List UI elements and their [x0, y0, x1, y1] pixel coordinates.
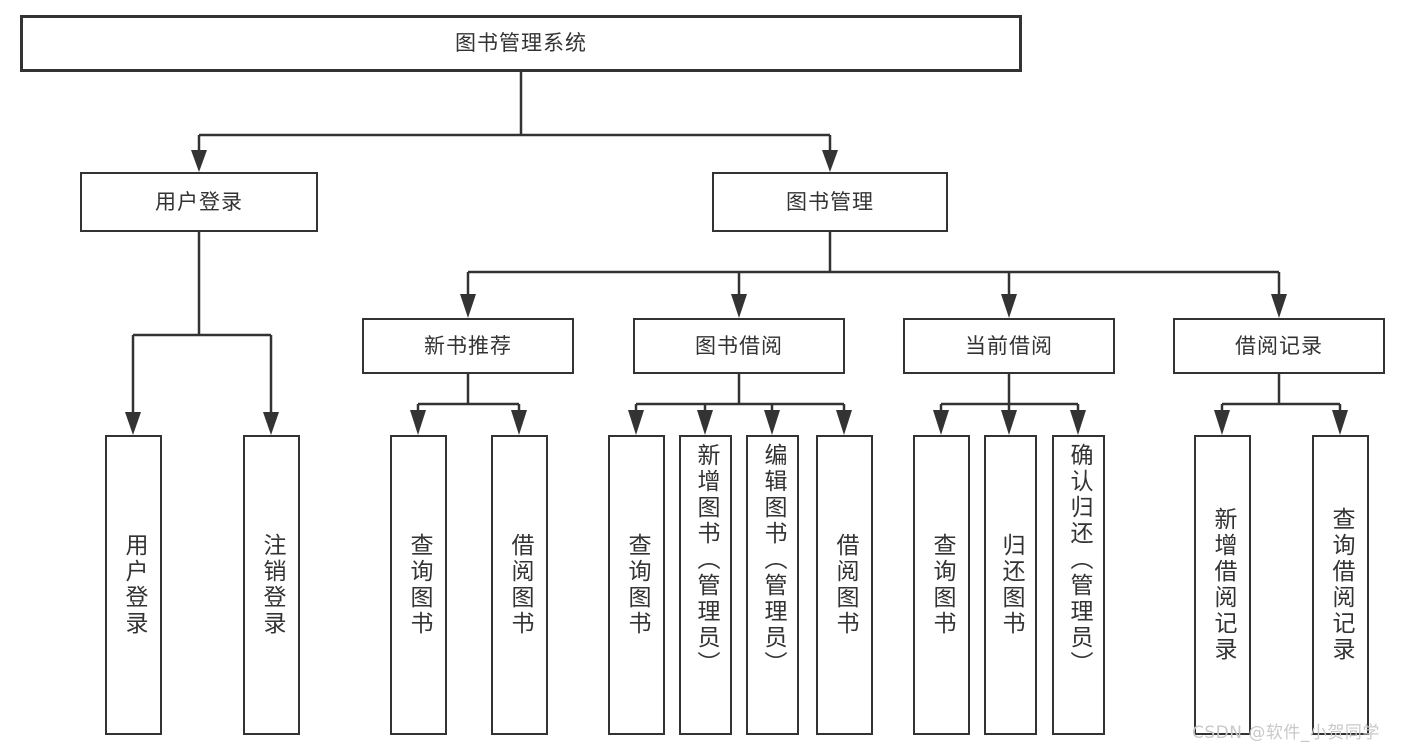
leaf-user-login-label: 用户登录 [121, 533, 147, 637]
leaf-current-return-book[interactable]: 归还图书 [984, 435, 1037, 735]
leaf-record-add-record-label: 新增借阅记录 [1210, 507, 1236, 663]
leaf-record-add-record[interactable]: 新增借阅记录 [1194, 435, 1251, 735]
leaf-current-confirm-return[interactable]: 确认归还（管理员） [1052, 435, 1105, 735]
arrow-currentborrow-c3 [1070, 410, 1086, 435]
arrow-bookborrow [731, 294, 747, 318]
arrow-newbook-c2 [511, 410, 527, 435]
arrow-currentborrow [1001, 294, 1017, 318]
watermark: CSDN @软件_小贺同学 [1192, 723, 1380, 743]
leaf-borrow-query-book-label: 查询图书 [624, 533, 650, 637]
arrow-currentborrow-c2 [1001, 410, 1017, 435]
leaf-record-query-record[interactable]: 查询借阅记录 [1312, 435, 1369, 735]
leaf-current-confirm-return-label: 确认归还（管理员） [1066, 443, 1092, 677]
leaf-user-login[interactable]: 用户登录 [105, 435, 162, 735]
arrow-borrowrecord-c1 [1214, 410, 1230, 435]
leaf-logout[interactable]: 注销登录 [243, 435, 300, 735]
node-user-login-label: 用户登录 [155, 189, 243, 214]
arrow-newbook [460, 294, 476, 318]
node-new-book-recommend-label: 新书推荐 [424, 333, 512, 358]
leaf-borrow-add-book[interactable]: 新增图书（管理员） [679, 435, 732, 735]
arrow-bookborrow-c4 [836, 410, 852, 435]
node-borrow-record-label: 借阅记录 [1235, 333, 1323, 358]
leaf-current-query-book[interactable]: 查询图书 [913, 435, 970, 735]
node-root-label: 图书管理系统 [455, 31, 587, 56]
node-book-manage[interactable]: 图书管理 [712, 172, 948, 232]
node-new-book-recommend[interactable]: 新书推荐 [362, 318, 574, 374]
node-book-borrow-label: 图书借阅 [695, 333, 783, 358]
arrow-bookborrow-c3 [764, 410, 780, 435]
leaf-borrow-query-book[interactable]: 查询图书 [608, 435, 665, 735]
node-borrow-record[interactable]: 借阅记录 [1173, 318, 1385, 374]
node-current-borrow-label: 当前借阅 [965, 333, 1053, 358]
node-book-borrow[interactable]: 图书借阅 [633, 318, 845, 374]
arrow-bookborrow-c1 [628, 410, 644, 435]
leaf-newbook-query-book[interactable]: 查询图书 [390, 435, 447, 735]
leaf-newbook-query-book-label: 查询图书 [406, 533, 432, 637]
leaf-borrow-borrow-book[interactable]: 借阅图书 [816, 435, 873, 735]
node-user-login[interactable]: 用户登录 [80, 172, 318, 232]
arrow-newbook-c1 [410, 410, 426, 435]
leaf-current-return-book-label: 归还图书 [998, 533, 1024, 637]
arrow-leaf-user-login [125, 412, 141, 435]
leaf-borrow-edit-book-label: 编辑图书（管理员） [760, 443, 786, 677]
arrow-borrowrecord [1271, 294, 1287, 318]
node-book-manage-label: 图书管理 [786, 189, 874, 214]
leaf-record-query-record-label: 查询借阅记录 [1328, 507, 1354, 663]
arrow-user-login [191, 150, 207, 172]
node-current-borrow[interactable]: 当前借阅 [903, 318, 1115, 374]
leaf-borrow-add-book-label: 新增图书（管理员） [693, 443, 719, 677]
leaf-newbook-borrow-book[interactable]: 借阅图书 [491, 435, 548, 735]
leaf-logout-label: 注销登录 [259, 533, 285, 637]
node-root[interactable]: 图书管理系统 [20, 15, 1022, 72]
leaf-current-query-book-label: 查询图书 [929, 533, 955, 637]
arrow-currentborrow-c1 [933, 410, 949, 435]
leaf-borrow-edit-book[interactable]: 编辑图书（管理员） [746, 435, 799, 735]
arrow-book-manage [822, 150, 838, 172]
leaf-borrow-borrow-book-label: 借阅图书 [832, 533, 858, 637]
arrow-leaf-logout [263, 412, 279, 435]
leaf-newbook-borrow-book-label: 借阅图书 [507, 533, 533, 637]
arrow-borrowrecord-c2 [1332, 410, 1348, 435]
arrow-bookborrow-c2 [697, 410, 713, 435]
